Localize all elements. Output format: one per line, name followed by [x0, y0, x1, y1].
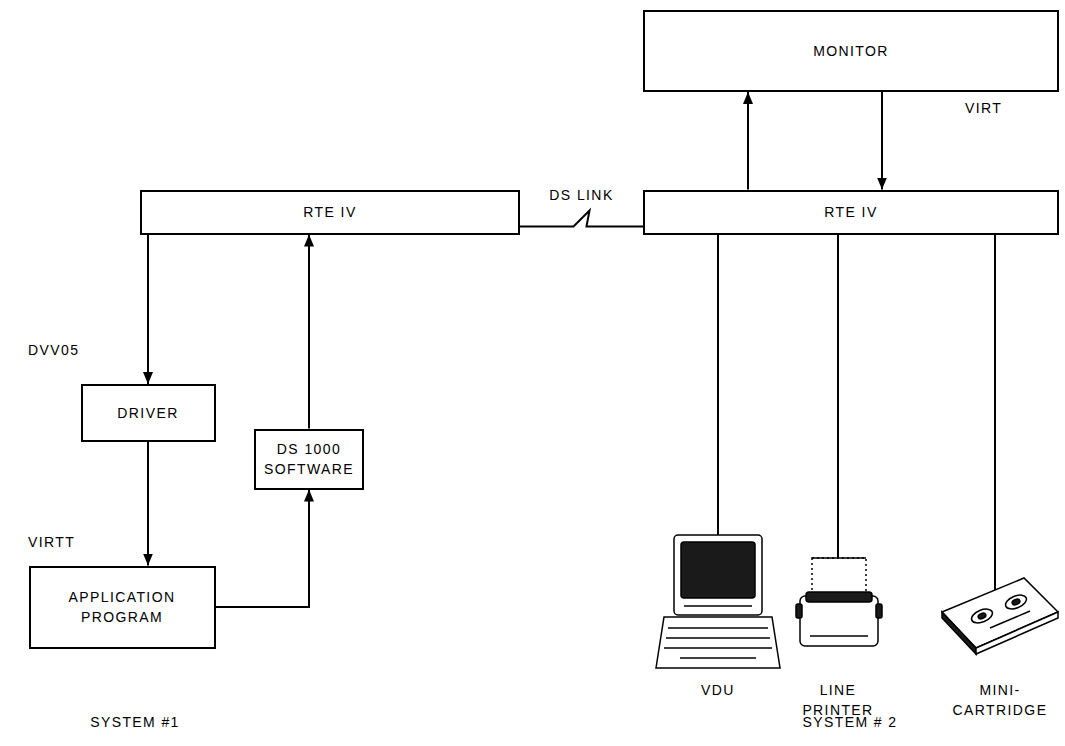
annotation-label: SYSTEM #1 — [90, 712, 180, 732]
process-box: DS 1000 SOFTWARE — [254, 429, 364, 490]
printer-illustration — [796, 558, 882, 646]
box-label: RTE IV — [303, 202, 356, 222]
connector-arrow — [881, 92, 883, 190]
process-box: RTE IV — [140, 190, 520, 235]
connector-arrow — [216, 490, 310, 608]
connector-arrow — [147, 235, 149, 385]
cartridge-illustration — [942, 578, 1058, 654]
process-box: RTE IV — [643, 190, 1059, 235]
box-label: RTE IV — [824, 202, 877, 222]
vdu-illustration — [656, 535, 780, 668]
process-box: MONITOR — [643, 10, 1059, 92]
annotation-label: VIRT — [965, 98, 1002, 118]
box-label: MONITOR — [813, 41, 889, 61]
annotation-label: VDU — [701, 680, 735, 700]
connector-arrow — [308, 235, 310, 429]
annotation-label: DVV05 — [28, 340, 79, 360]
process-box: APPLICATION PROGRAM — [29, 566, 216, 649]
box-label: DS 1000 SOFTWARE — [264, 439, 354, 480]
connector-arrow — [147, 442, 149, 566]
annotation-label: MINI- CARTRIDGE — [953, 680, 1048, 721]
connector-arrow — [747, 92, 749, 190]
annotation-label: VIRTT — [28, 532, 75, 552]
link-label: DS LINK — [547, 186, 615, 204]
connector-arrow — [520, 211, 643, 227]
box-label: APPLICATION PROGRAM — [39, 587, 206, 628]
box-label: DRIVER — [117, 403, 178, 423]
process-box: DRIVER — [81, 384, 216, 442]
annotation-label: SYSTEM # 2 — [803, 712, 898, 732]
